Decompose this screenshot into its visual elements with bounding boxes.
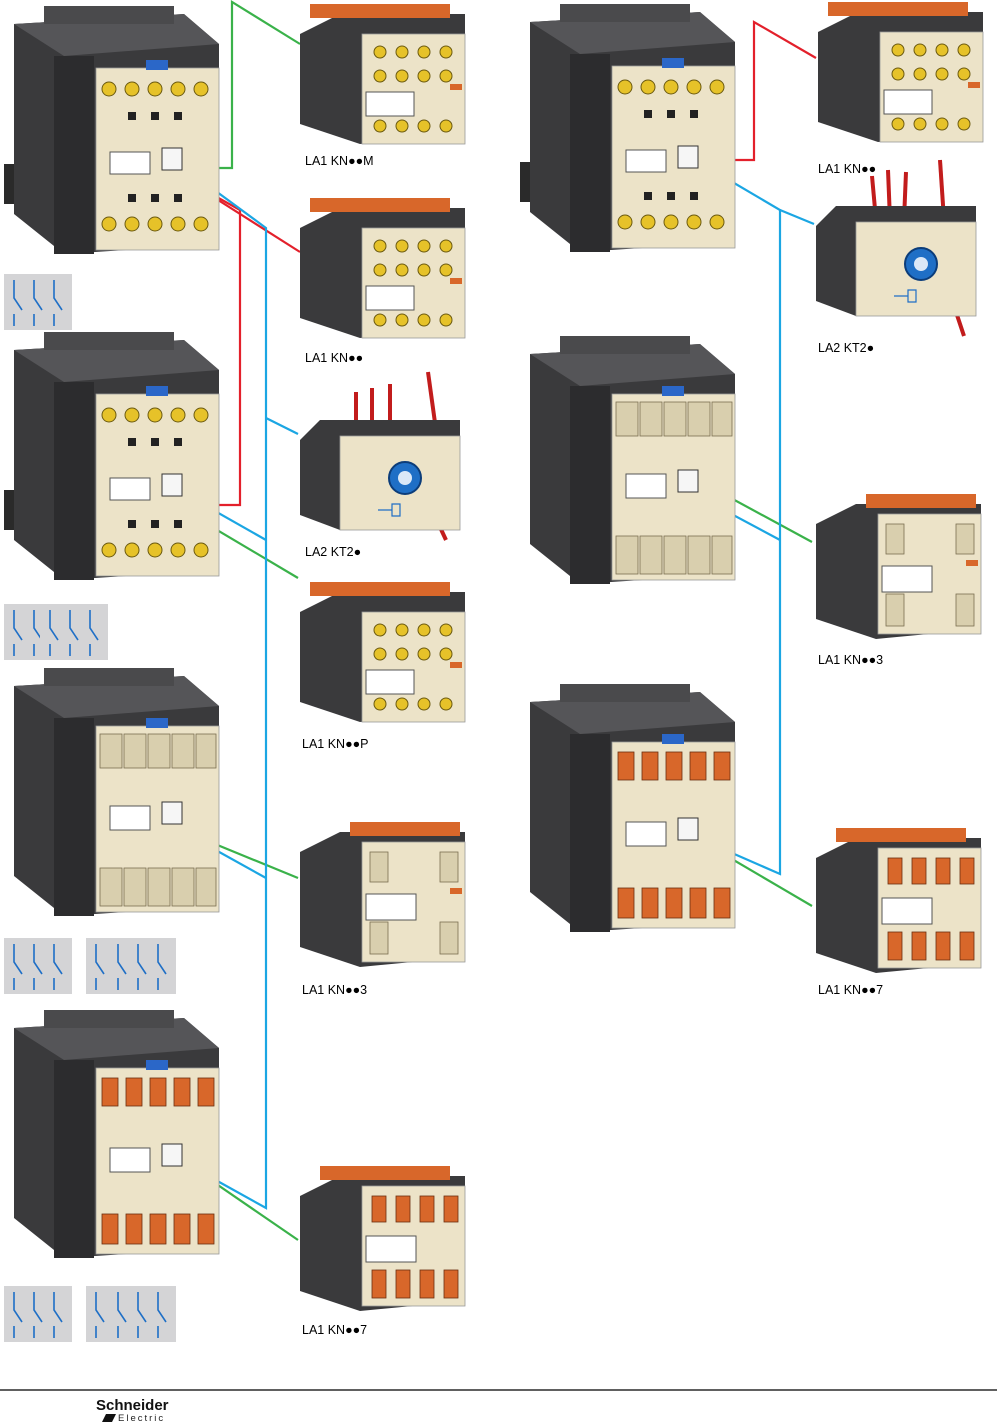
contactor-cage-left [13,1009,220,1259]
aux-block-la1-kn-m [299,3,466,145]
brand-mark [102,1414,116,1422]
aux-block-la1-kn-3-right [815,493,982,640]
timer-block-la2-kt2-left [299,419,461,531]
contactor-screw-top-left [3,5,220,255]
aux-block-la1-kn-left [299,197,466,339]
contact-symbol-cage-left-c [107,1285,177,1343]
aux-block-la1-kn-7-left [299,1165,466,1312]
brand-sub: Electric [118,1413,165,1424]
aux-block-la1-kn-p [299,581,466,723]
contactor-screw-right [519,3,736,253]
label-la1-kn-3-left: LA1 KN●●3 [302,983,367,997]
green-line-top-left [212,0,301,170]
contactor-screw-mid-left [3,331,220,581]
label-la1-kn-p: LA1 KN●●P [302,737,369,751]
label-la1-kn-m: LA1 KN●●M [305,154,374,168]
contact-symbol-spring-left-a [3,937,73,995]
label-la1-kn-3-right: LA1 KN●●3 [818,653,883,667]
aux-block-la1-kn-3-left [299,821,466,968]
aux-block-la1-kn-right [817,1,984,143]
contact-symbol-spring-left-c [107,937,177,995]
label-la1-kn-left: LA1 KN●● [305,351,363,365]
blue-bus-left [197,177,268,1210]
contact-symbol-mid-left-b [39,603,109,661]
label-la1-kn-7-left: LA1 KN●●7 [302,1323,367,1337]
label-la1-kn-7-right: LA1 KN●●7 [818,983,883,997]
brand-logo: Schneider Electric [96,1397,169,1424]
brand-name: Schneider [96,1397,169,1414]
contact-symbol-cage-left-a [3,1285,73,1343]
label-la2-kt2-right: LA2 KT2● [818,341,874,355]
timer-block-la2-kt2-right [815,205,977,317]
contactor-spring-left [13,667,220,917]
blue-line-timer-right [779,208,815,226]
label-la2-kt2-left: LA2 KT2● [305,545,361,559]
blue-bus-right [711,169,782,876]
contactor-spring-right [529,335,736,585]
red-line-top-right [724,20,817,162]
aux-block-la1-kn-7-right [815,827,982,974]
blue-line-timer-left [265,417,299,435]
contactor-cage-right [529,683,736,933]
contact-symbol-top-left [3,273,73,331]
label-la1-kn-right: LA1 KN●● [818,162,876,176]
